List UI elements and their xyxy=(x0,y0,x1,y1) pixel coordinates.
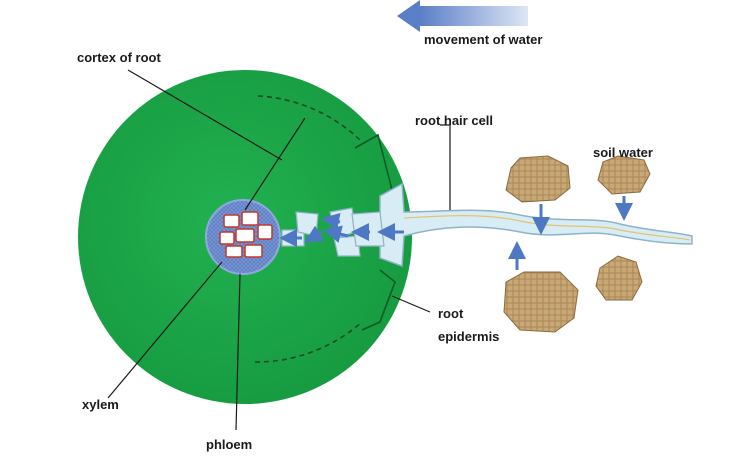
epidermis-label: epidermis xyxy=(438,329,499,344)
movement-of-water-label: movement of water xyxy=(424,32,542,47)
xylem-cells xyxy=(219,211,273,258)
root-label: root xyxy=(438,306,464,321)
phloem-label: phloem xyxy=(206,437,252,452)
soil-particles xyxy=(503,155,651,333)
soil-water-arrows xyxy=(508,196,633,270)
root-hair-cell-label: root hair cell xyxy=(415,113,493,128)
cortex-of-root-label: cortex of root xyxy=(77,50,161,65)
leader-lines xyxy=(107,69,451,431)
vascular-bundle xyxy=(205,199,281,275)
cortex-cells-path xyxy=(279,207,404,257)
movement-of-water-arrow xyxy=(397,0,528,32)
soil-water-label: soil water xyxy=(593,145,653,160)
xylem-label: xylem xyxy=(82,397,119,412)
